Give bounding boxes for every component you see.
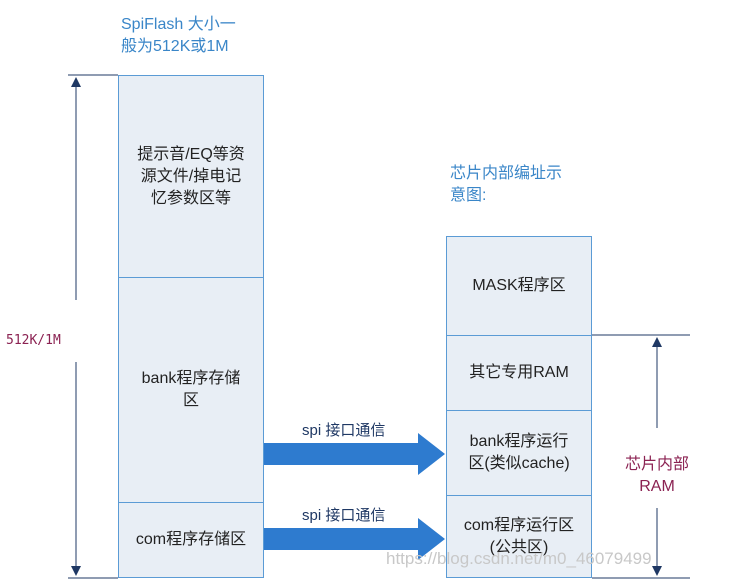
chip-bank-run-line2: 区(类似cache) xyxy=(468,455,570,472)
chip-bank-run-line1: bank程序运行 xyxy=(469,433,569,450)
watermark-text: https://blog.csdn.net/m0_46079499 xyxy=(386,549,652,568)
flash-resource-line2: 源文件/掉电记 xyxy=(140,167,242,185)
chip-bank-run-block: bank程序运行 区(类似cache) xyxy=(446,410,592,496)
chip-mask-block: MASK程序区 xyxy=(446,236,592,336)
spi-arrow-1 xyxy=(264,433,445,475)
flash-resource-line1: 提示音/EQ等资 xyxy=(137,145,245,163)
chip-ram-size-line1: 芯片内部 xyxy=(624,456,689,473)
flash-com-block: com程序存储区 xyxy=(118,502,264,578)
spiflash-note: SpiFlash 大小一 般为512K或1M xyxy=(121,14,236,58)
chip-ram-size-label: 芯片内部 RAM xyxy=(614,454,700,498)
chip-com-run-block: com程序运行区 (公共区) xyxy=(446,495,592,578)
chip-com-run-line2: (公共区) xyxy=(489,538,549,556)
chip-ram-line1: 其它专用RAM xyxy=(469,364,569,381)
flash-bank-line2: 区 xyxy=(182,392,199,409)
flash-size-label: 512K/1M xyxy=(6,333,61,348)
flash-resource-block: 提示音/EQ等资 源文件/掉电记 忆参数区等 xyxy=(118,75,264,278)
chip-note: 芯片内部编址示 意图: xyxy=(450,163,562,207)
spiflash-note-line2: 般为512K或1M xyxy=(121,38,229,55)
chip-com-run-line1: com程序运行区 xyxy=(463,516,575,534)
spi-arrow-1-label: spi 接口通信 xyxy=(302,422,386,439)
spiflash-note-line1: SpiFlash 大小一 xyxy=(121,16,236,33)
chip-mask-line1: MASK程序区 xyxy=(472,277,566,294)
flash-resource-line3: 忆参数区等 xyxy=(150,189,231,207)
chip-note-line1: 芯片内部编址示 xyxy=(450,165,563,182)
flash-bank-block: bank程序存储 区 xyxy=(118,277,264,503)
flash-com-line1: com程序存储区 xyxy=(135,531,247,548)
chip-ram-size-line2: RAM xyxy=(639,478,675,495)
spi-arrow-2 xyxy=(264,518,445,560)
flash-bank-line1: bank程序存储 xyxy=(141,370,241,387)
spi-arrow-2-label: spi 接口通信 xyxy=(302,507,386,524)
chip-note-line2: 意图: xyxy=(450,187,487,204)
chip-ram-block: 其它专用RAM xyxy=(446,335,592,411)
